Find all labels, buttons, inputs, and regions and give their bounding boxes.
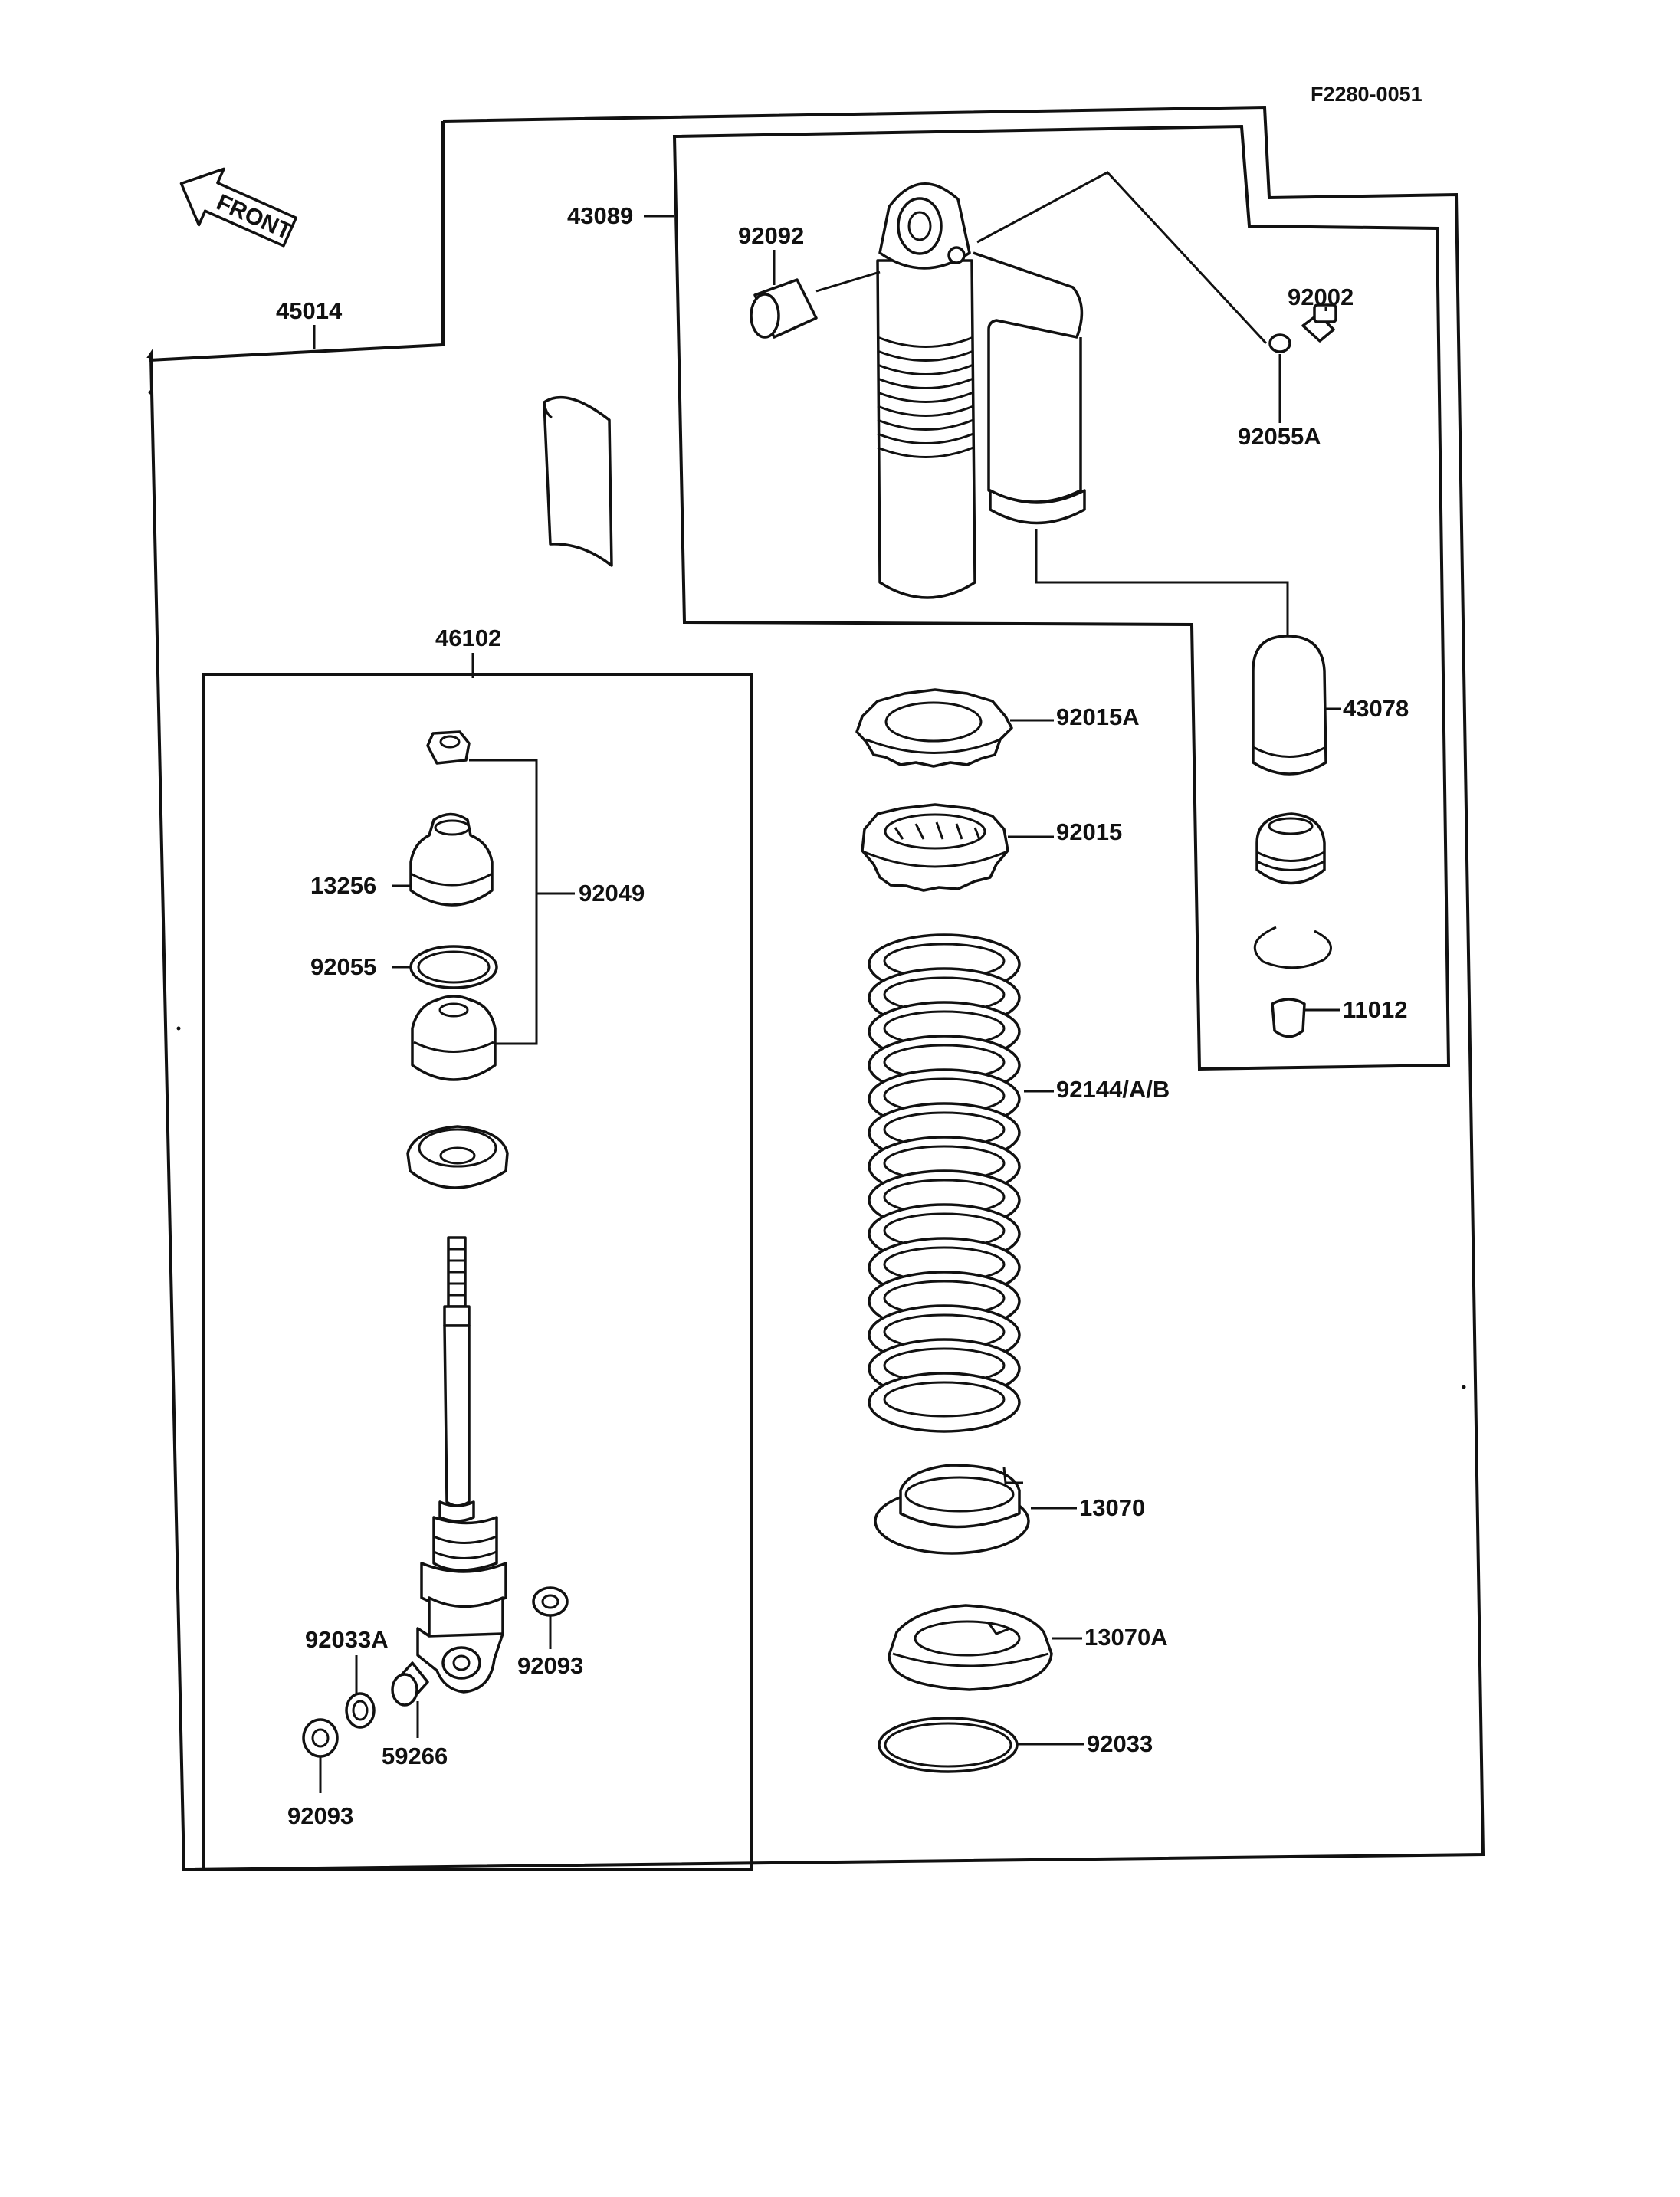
nut-92049 bbox=[426, 730, 471, 765]
label-92033: 92033 bbox=[1087, 1730, 1153, 1757]
spring-coil-inner bbox=[883, 1381, 1006, 1418]
outer-boundary-step bbox=[149, 121, 445, 362]
reservoir-seal bbox=[1255, 812, 1326, 885]
coil-spring-92144AB bbox=[868, 933, 1021, 1433]
label-13070: 13070 bbox=[1079, 1494, 1145, 1521]
circlip-92033 bbox=[878, 1717, 1019, 1773]
label-92055: 92055 bbox=[310, 953, 376, 980]
label-45014: 45014 bbox=[276, 297, 343, 324]
o-ring-92055 bbox=[409, 945, 498, 989]
spring-adjuster-nut-92015 bbox=[861, 803, 1009, 892]
piston-rod bbox=[416, 1236, 507, 1694]
rod-guide-washer bbox=[406, 1125, 509, 1189]
dust-seal-92093-left bbox=[302, 1718, 339, 1758]
collar-59266 bbox=[391, 1661, 429, 1707]
label-13256: 13256 bbox=[310, 872, 376, 899]
bleed-bolt-92002 bbox=[1301, 303, 1337, 343]
label-92093-left: 92093 bbox=[287, 1802, 353, 1829]
spring-coil bbox=[868, 1372, 1021, 1433]
reservoir-cap-43078 bbox=[1252, 635, 1327, 776]
label-13070A: 13070A bbox=[1084, 1624, 1168, 1651]
label-59266: 59266 bbox=[382, 1743, 448, 1769]
washer-92055A bbox=[1268, 333, 1291, 353]
label-92049: 92049 bbox=[579, 880, 645, 907]
figure-code: F2280-0051 bbox=[1311, 83, 1422, 106]
label-92093-right: 92093 bbox=[517, 1652, 583, 1679]
seal-head bbox=[411, 995, 497, 1081]
spring-seat-13070 bbox=[874, 1464, 1030, 1555]
bushing-92092 bbox=[750, 278, 818, 339]
front-direction-arrow: FRONT bbox=[179, 167, 297, 248]
shock-body-box bbox=[672, 124, 1451, 1071]
label-92015: 92015 bbox=[1056, 818, 1122, 845]
spring-locknut-92015A bbox=[855, 688, 1013, 768]
heat-shield-strip bbox=[543, 395, 613, 567]
label-11012: 11012 bbox=[1343, 996, 1408, 1023]
label-92055A: 92055A bbox=[1238, 423, 1321, 450]
outer-assembly-boundary bbox=[146, 105, 1485, 1872]
valve-cap-11012 bbox=[1271, 998, 1306, 1038]
shock-body-cylinder bbox=[876, 182, 1086, 599]
label-92092: 92092 bbox=[738, 222, 804, 249]
dust-seal-92093-right bbox=[532, 1586, 569, 1617]
label-46102: 46102 bbox=[435, 625, 501, 651]
snap-ring-92033A bbox=[345, 1692, 376, 1729]
label-92033A: 92033A bbox=[305, 1626, 389, 1653]
label-92144AB: 92144/A/B bbox=[1056, 1076, 1170, 1103]
bump-rubber-13256 bbox=[409, 812, 494, 907]
label-92015A: 92015A bbox=[1056, 703, 1140, 730]
damper-rod-box bbox=[202, 673, 753, 1871]
spring-seat-13070A bbox=[888, 1604, 1053, 1691]
label-92002: 92002 bbox=[1288, 284, 1354, 310]
label-43089: 43089 bbox=[567, 202, 633, 229]
label-43078: 43078 bbox=[1343, 695, 1409, 722]
reservoir-circlip bbox=[1253, 926, 1332, 969]
